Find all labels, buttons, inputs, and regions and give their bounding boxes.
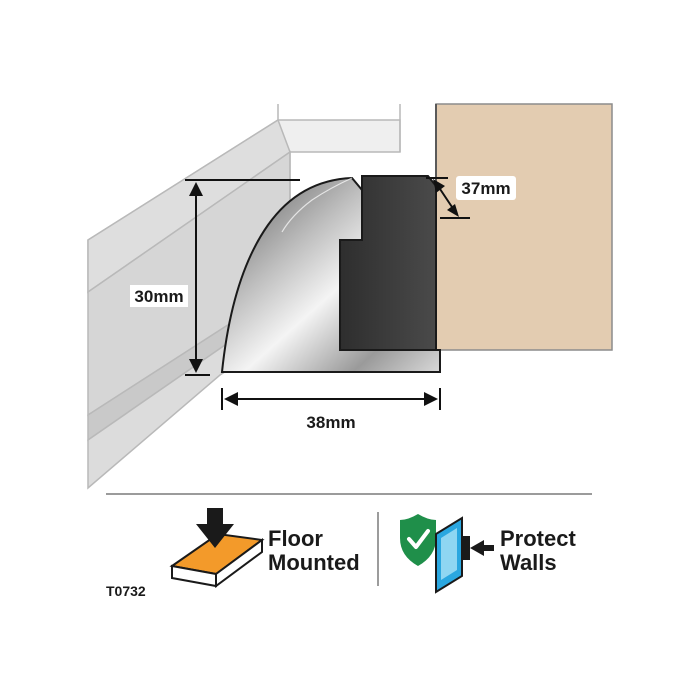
floor-mounted-line1: Floor — [268, 526, 323, 551]
protect-walls-line1: Protect — [500, 526, 576, 551]
shield-check-icon — [400, 514, 436, 566]
height-dimension-label: 30mm — [134, 287, 183, 306]
wall-protect-icon — [435, 516, 494, 594]
floor-mount-icon — [169, 508, 265, 588]
depth-dimension-label: 38mm — [306, 413, 355, 432]
top-dimension-label: 37mm — [461, 179, 510, 198]
protect-walls-line2: Walls — [500, 550, 557, 575]
dimension-height: 30mm — [130, 179, 300, 376]
product-code: T0732 — [106, 583, 146, 599]
dimension-top: 37mm — [426, 176, 516, 219]
door-panel — [435, 103, 613, 351]
door-stop-body — [220, 176, 441, 373]
floor-mounted-line2: Mounted — [268, 550, 360, 575]
dimension-depth: 38mm — [221, 388, 441, 432]
